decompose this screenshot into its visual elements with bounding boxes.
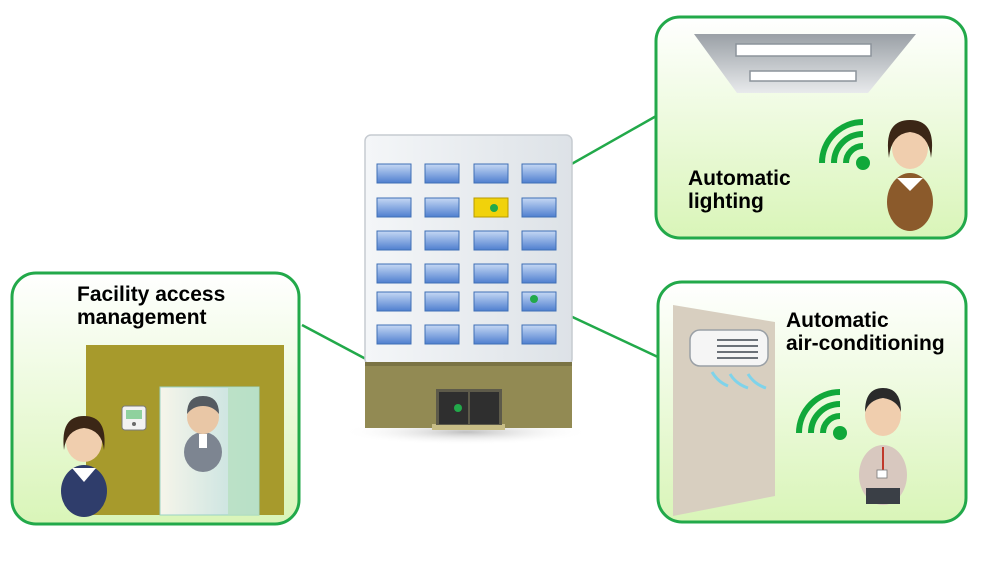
panel-facility-access (10, 271, 301, 526)
building-windows (376, 163, 557, 345)
label-line: Automatic (786, 309, 889, 332)
label-line: management (77, 306, 207, 329)
label-line: Automatic (688, 167, 791, 190)
panel-automatic-aircon (656, 280, 968, 524)
label-line: Facility access (77, 283, 226, 306)
airflow (710, 371, 767, 390)
ceiling-light-icon (694, 34, 916, 93)
card-reader-icon (121, 405, 147, 431)
person-icon (859, 388, 907, 505)
person-icon (184, 396, 222, 472)
label-line: air-conditioning (786, 332, 945, 355)
label-line: lighting (688, 190, 764, 213)
label-automatic-lighting: Automatic lighting (688, 167, 791, 213)
panel-automatic-lighting (654, 15, 968, 240)
wifi-icon (819, 119, 870, 170)
person-icon (61, 416, 107, 517)
building-entrance (432, 389, 505, 430)
label-facility-access: Facility access management (77, 283, 225, 329)
connector-dots (454, 204, 538, 412)
label-automatic-aircon: Automatic air-conditioning (786, 309, 945, 355)
person-icon (887, 120, 933, 231)
wifi-icon (796, 389, 847, 440)
building-icon (342, 134, 590, 445)
air-conditioner-icon (689, 329, 769, 367)
